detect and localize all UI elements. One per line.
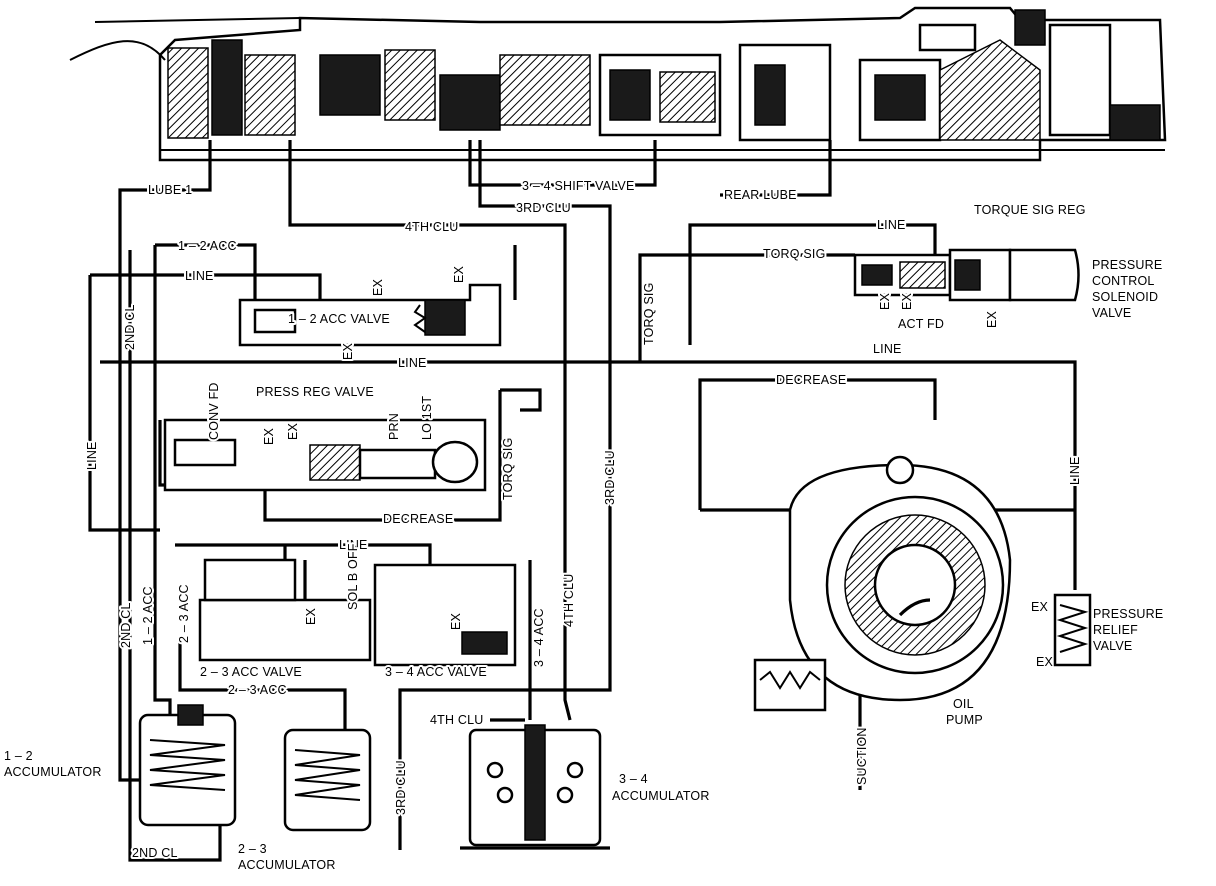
acc-2-3-vert-label: 2 – 3 ACC [177, 584, 191, 643]
decrease-1-label: DECREASE [383, 512, 453, 526]
pressure-relief-label-c: VALVE [1093, 639, 1132, 653]
line-vert-right-label: LINE [1068, 456, 1082, 485]
line-c-label: LINE [877, 218, 906, 232]
third-clu-vert-low-label: 3RD CLU [394, 760, 408, 815]
torque-sig-reg-valve [853, 248, 1080, 302]
accumulator-1-2 [138, 704, 237, 827]
decrease-2-label: DECREASE [776, 373, 846, 387]
acc-3-4-vert-label: 3 – 4 ACC [532, 608, 546, 667]
pressure-control-label-4: VALVE [1092, 306, 1131, 320]
oil-pump [753, 455, 1012, 712]
oil-pump-label-b: PUMP [946, 713, 983, 727]
torq-sig-h-label: TORQ SIG [763, 247, 826, 261]
ex-5-label: EX [286, 422, 300, 440]
pressure-control-label-1: PRESSURE [1092, 258, 1162, 272]
hydraulic-passages [88, 140, 1077, 862]
line-a-label: LINE [185, 269, 214, 283]
torque-sig-reg-label: TORQUE SIG REG [974, 203, 1086, 217]
ex-7-label: EX [900, 292, 914, 310]
acc-valve-1-2 [238, 283, 502, 347]
ex-11-label: EX [1031, 600, 1049, 614]
accumulator-3-4-label-b: ACCUMULATOR [612, 789, 710, 803]
oil-pump-label-a: OIL [953, 697, 974, 711]
acc-valve-1-2-label: 1 – 2 ACC VALVE [288, 312, 390, 326]
press-reg-valve [163, 418, 487, 492]
act-fd-label: ACT FD [898, 317, 944, 331]
accumulator-2-3-label-a: 2 – 3 [238, 842, 267, 856]
pressure-control-label-3: SOLENOID [1092, 290, 1158, 304]
accumulator-3-4 [460, 724, 610, 850]
fourth-clu-top-label: 4TH CLU [405, 220, 459, 234]
line-e-label: LINE [339, 538, 368, 552]
second-cl-vert-label: 2ND CL [119, 602, 133, 648]
acc-1-2-top-label: 1 – 2 ACC [178, 239, 237, 253]
rear-lube-label: REAR LUBE [724, 188, 797, 202]
lube-1-label: LUBE 1 [148, 183, 192, 197]
lo-1st-label: LO 1ST [420, 396, 434, 440]
acc-valve-2-3-label: 2 – 3 ACC VALVE [200, 665, 302, 679]
pressure-relief-label-a: PRESSURE [1093, 607, 1163, 621]
ex-3-label: EX [341, 342, 355, 360]
fourth-clu-vert-label: 4TH CLU [562, 574, 576, 628]
ex-8-label: EX [985, 310, 999, 328]
accumulator-1-2-label-a: 1 – 2 [4, 749, 33, 763]
ex-2-label: EX [452, 265, 466, 283]
second-cl-bottom-label: 2ND CL [132, 846, 178, 860]
line-vert-left-label: LINE [85, 441, 99, 470]
acc-1-2-vert-label: 1 – 2 ACC [141, 586, 155, 645]
accumulator-2-3-label-b: ACCUMULATOR [238, 858, 336, 872]
ex-10-label: EX [449, 612, 463, 630]
ex-6-label: EX [878, 292, 892, 310]
acc-2-3-h-label: 2 – 3 ACC [228, 683, 287, 697]
torq-sig-vert-1-label: TORQ SIG [642, 283, 656, 346]
shift-valve-3-4-label: 3 – 4 SHIFT VALVE [522, 179, 634, 193]
conv-fd-label: CONV FD [207, 382, 221, 440]
ex-12-label: EX [1036, 655, 1054, 669]
diagram-labels: LUBE 1 3 – 4 SHIFT VALVE REAR LUBE 3RD C… [4, 177, 1163, 872]
acc-valve-2-3 [198, 558, 372, 662]
fourth-clu-low-label: 4TH CLU [430, 713, 484, 727]
ex-1-label: EX [371, 278, 385, 296]
accumulator-3-4-label-a: 3 – 4 [619, 772, 648, 786]
acc-valve-3-4-label: 3 – 4 ACC VALVE [385, 665, 487, 679]
ex-4-label: EX [262, 427, 276, 445]
ex-9-label: EX [304, 607, 318, 625]
suction-label: SUCTION [855, 727, 869, 785]
pressure-control-label-2: CONTROL [1092, 274, 1155, 288]
acc-valve-3-4 [373, 563, 517, 667]
prn-label: PRN [387, 413, 401, 440]
line-d-label: LINE [873, 342, 902, 356]
transmission-cross-section [69, 6, 1167, 162]
third-clu-vert-label: 3RD CLU [603, 450, 617, 505]
press-reg-valve-label: PRESS REG VALVE [256, 385, 374, 399]
pressure-relief-valve [1053, 593, 1092, 667]
line-b-label: LINE [398, 356, 427, 370]
accumulator-1-2-label-b: ACCUMULATOR [4, 765, 102, 779]
accumulator-2-3 [283, 728, 372, 832]
torq-sig-vert-2-label: TORQ SIG [501, 438, 515, 501]
second-cl-vert-top-label: 2ND CL [123, 304, 137, 350]
sol-b-off-label: SOL B OFF [346, 543, 360, 610]
third-clu-top-label: 3RD CLU [516, 201, 571, 215]
pressure-relief-label-b: RELIEF [1093, 623, 1138, 637]
